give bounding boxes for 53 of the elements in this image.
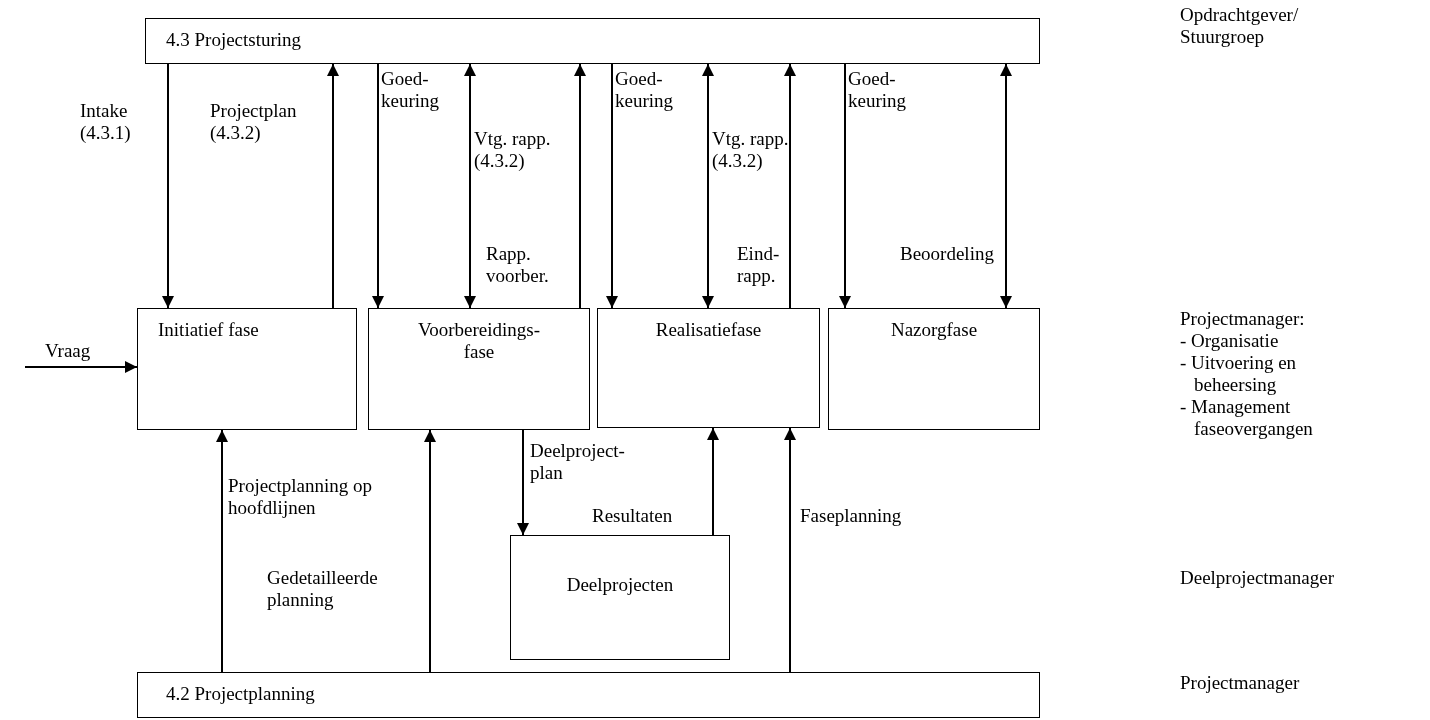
process-box — [137, 672, 1040, 718]
arrow — [606, 63, 618, 309]
edge-label: Goed- keuring — [848, 68, 908, 112]
role-label: - Management faseovergangen — [1180, 396, 1314, 440]
arrow — [702, 63, 714, 309]
box-label: Initiatief fase — [158, 319, 260, 341]
arrow — [372, 63, 384, 309]
arrow — [464, 63, 476, 309]
edge-label: Goed- keuring — [381, 68, 441, 112]
process-box — [137, 308, 357, 430]
role-label: - Organisatie — [1180, 330, 1280, 352]
box-label: Voorbereidings- fase — [416, 319, 542, 363]
arrow — [327, 63, 339, 309]
arrow — [574, 63, 586, 309]
arrow — [424, 429, 436, 673]
box-label: Realisatiefase — [654, 319, 763, 341]
box-label: Deelprojecten — [565, 574, 675, 596]
role-label: Projectmanager: — [1180, 308, 1306, 330]
edge-label: Intake (4.3.1) — [80, 100, 132, 144]
process-box — [145, 18, 1040, 64]
edge-label: Goed- keuring — [615, 68, 675, 112]
role-label: Projectmanager — [1180, 672, 1301, 694]
arrow — [24, 361, 138, 373]
box-label: 4.3 Projectsturing — [166, 29, 303, 51]
edge-label: Eind- rapp. — [737, 243, 781, 287]
arrow — [162, 63, 174, 309]
role-label: - Uitvoering en beheersing — [1180, 352, 1298, 396]
arrow — [784, 63, 796, 309]
process-box — [828, 308, 1040, 430]
edge-label: Beoordeling — [900, 243, 995, 265]
process-box — [510, 535, 730, 660]
process-box — [597, 308, 820, 428]
arrow — [784, 427, 796, 673]
edge-label: Vtg. rapp. (4.3.2) — [474, 128, 552, 172]
arrow — [517, 429, 529, 536]
edge-label: Projectplan (4.3.2) — [210, 100, 298, 144]
box-label: Nazorgfase — [889, 319, 979, 341]
edge-label: Gedetailleerde planning — [267, 567, 379, 611]
arrow — [216, 429, 228, 673]
edge-label: Deelproject- plan — [530, 440, 626, 484]
arrow — [707, 427, 719, 536]
role-label: Opdrachtgever/ Stuurgroep — [1180, 4, 1300, 48]
edge-label: Projectplanning op hoofdlijnen — [228, 475, 374, 519]
edge-label: Faseplanning — [800, 505, 903, 527]
arrow — [839, 63, 851, 309]
box-label: 4.2 Projectplanning — [166, 683, 316, 705]
edge-label: Vtg. rapp. (4.3.2) — [712, 128, 790, 172]
edge-label: Vraag — [45, 340, 92, 362]
process-box — [368, 308, 590, 430]
arrow — [1000, 63, 1012, 309]
edge-label: Resultaten — [592, 505, 674, 527]
edge-label: Rapp. voorber. — [486, 243, 550, 287]
role-label: Deelprojectmanager — [1180, 567, 1336, 589]
